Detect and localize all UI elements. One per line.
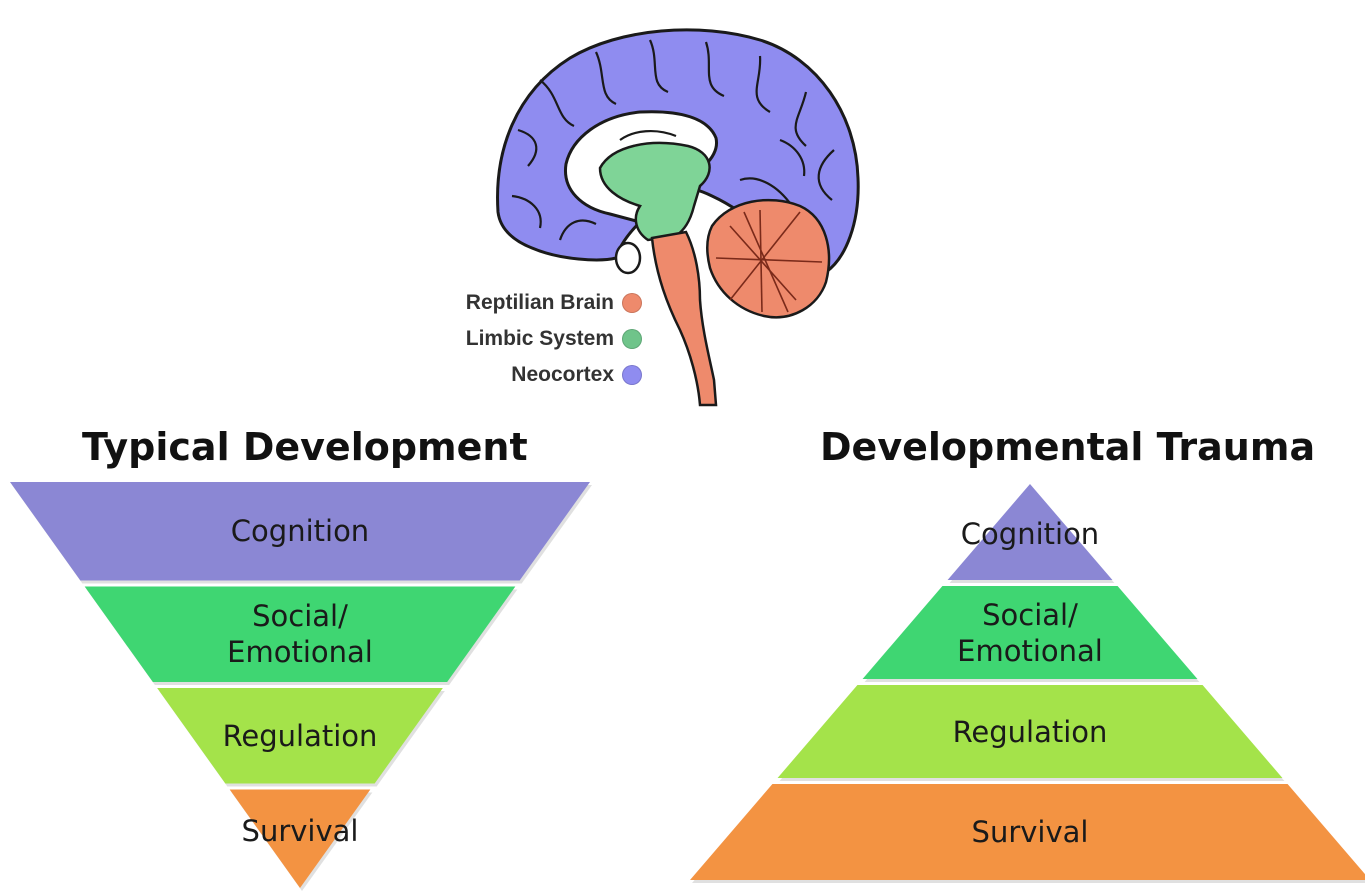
cerebellum-region [706,198,831,319]
layer-label-line: Social/ [252,599,348,634]
legend-label: Neocortex [511,363,614,386]
layer-label-line: Regulation [222,718,378,753]
legend-color-dot [622,365,642,385]
layer-band [777,685,1283,778]
developmental-trauma-title: Developmental Trauma [820,425,1316,469]
layer-band [862,586,1198,679]
layer-band [690,784,1365,880]
layer-label: Cognition [961,516,1099,552]
layer-label-line: Regulation [952,714,1108,749]
layer-band [10,482,590,581]
layer-band [229,789,371,888]
legend-color-dot [622,293,642,313]
limbic-region [598,141,711,242]
layer-label: Survival [242,813,359,849]
legend-color-dot [622,329,642,349]
typical-development-title: Typical Development [82,425,528,469]
legend-item: Neocortex [360,357,642,393]
layer-label: Social/Emotional [957,597,1103,669]
cerebellum-folds [715,209,823,313]
layer-label-line: Survival [971,815,1089,849]
layer-label: Regulation [223,718,378,754]
legend-label: Reptilian Brain [465,291,614,314]
legend-label: Limbic System [465,327,614,350]
legend-item: Limbic System [360,321,642,357]
layer-label: Regulation [953,714,1108,750]
layer-band [947,484,1113,580]
layer-label-line: Cognition [960,516,1100,551]
pituitary-gland [614,241,642,275]
layer-label: Social/Emotional [227,598,373,670]
layer-label-line: Emotional [957,633,1103,668]
layer-band [84,586,516,682]
layer-label: Cognition [231,513,369,549]
reptilian-brainstem [650,230,718,407]
layer-band [157,688,443,784]
cortex-folds [511,39,835,241]
layer-label-line: Emotional [227,635,373,670]
layer-label-line: Cognition [230,514,370,549]
legend-item: Reptilian Brain [360,285,642,321]
layer-label: Survival [972,814,1089,850]
layer-label-line: Social/ [982,597,1078,632]
layer-label-line: Survival [241,813,359,848]
